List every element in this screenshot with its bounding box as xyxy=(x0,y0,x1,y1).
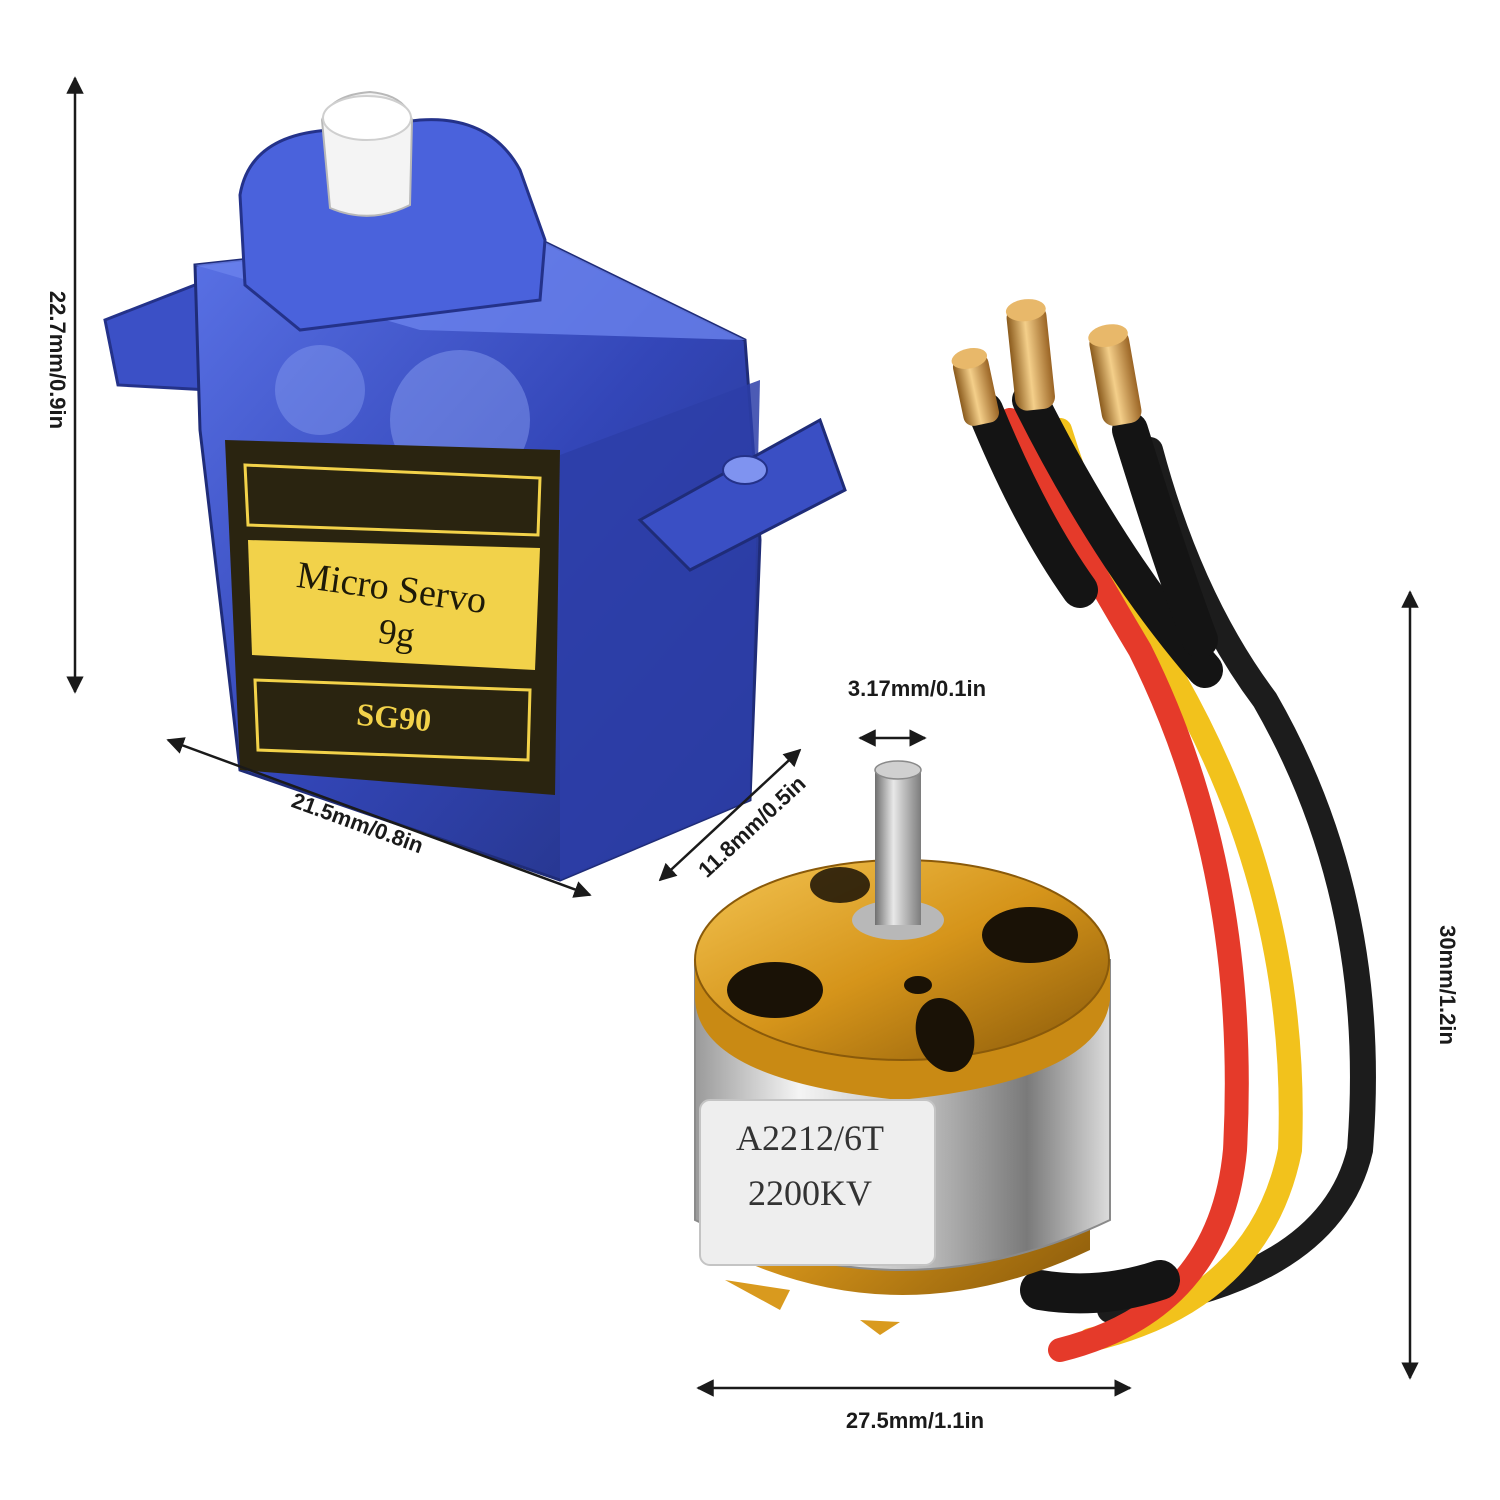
motor-wires xyxy=(967,382,1376,1362)
micro-servo: Micro Servo 9g SG90 xyxy=(103,90,847,882)
servo-label: Micro Servo 9g SG90 xyxy=(225,440,560,795)
dim-servo-height-label: 22.7mm/0.9in xyxy=(45,291,70,429)
dimension-motor-height: 30mm/1.2in xyxy=(1401,590,1460,1380)
motor-label-line2: 2200KV xyxy=(748,1173,872,1213)
dim-motor-height-label: 30mm/1.2in xyxy=(1435,925,1460,1045)
servo-model: SG90 xyxy=(355,696,433,738)
dim-shaft-diameter-label: 3.17mm/0.1in xyxy=(848,676,986,701)
motor-label: A2212/6T 2200KV xyxy=(699,1099,936,1266)
bullet-connectors xyxy=(951,299,1142,426)
servo-label-line2: 9g xyxy=(376,611,417,656)
brushless-motor: A2212/6T 2200KV xyxy=(694,760,1111,1335)
output-shaft-icon xyxy=(320,90,414,217)
vent-holes-icon xyxy=(727,867,1078,1072)
motor-label-line1: A2212/6T xyxy=(736,1118,884,1158)
dim-motor-diameter-label: 27.5mm/1.1in xyxy=(846,1408,984,1433)
motor-shaft-icon xyxy=(852,760,944,940)
dimension-servo-height: 22.7mm/0.9in xyxy=(45,76,84,694)
dimension-motor-diameter: 27.5mm/1.1in xyxy=(696,1379,1132,1433)
dimension-shaft-diameter: 3.17mm/0.1in xyxy=(848,676,986,747)
